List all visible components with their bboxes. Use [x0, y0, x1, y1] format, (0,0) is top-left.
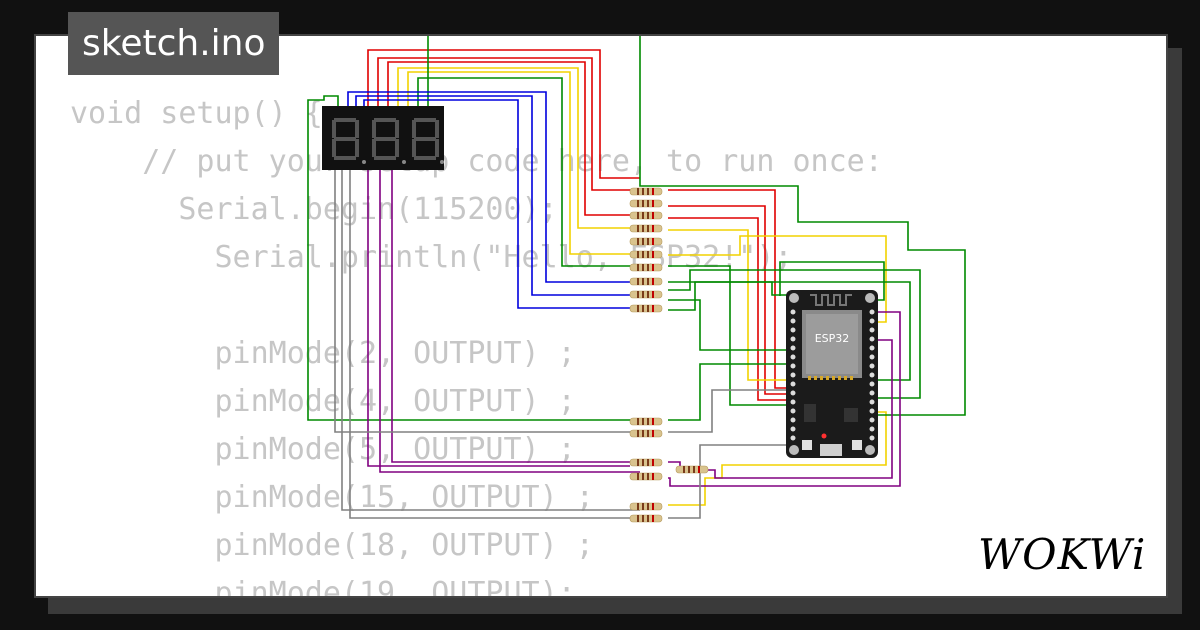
- code-background: void setup() { // put your setup code he…: [70, 90, 883, 598]
- wire-group-green: [307, 36, 966, 425]
- file-tab[interactable]: sketch.ino: [68, 12, 280, 75]
- code-line: pinMode(2, OUTPUT) ;: [70, 336, 576, 371]
- preview-card: void setup() { // put your setup code he…: [34, 34, 1168, 598]
- code-line: void setup() {: [70, 96, 323, 131]
- logo-text: WOKWi: [978, 530, 1146, 579]
- wire-group-purple: [367, 170, 901, 487]
- code-line: pinMode(5, OUTPUT) ;: [70, 432, 576, 467]
- chip-label: ESP32: [815, 332, 850, 345]
- code-line: pinMode(19, OUTPUT);: [70, 576, 576, 598]
- code-line: pinMode(18, OUTPUT) ;: [70, 528, 594, 563]
- wire-group-yellow: [397, 67, 887, 506]
- code-line: pinMode(4, OUTPUT) ;: [70, 384, 576, 419]
- seven-segment-display[interactable]: [322, 106, 444, 170]
- wire-group-gray: [334, 170, 790, 519]
- wokwi-logo: WOKWi: [978, 530, 1146, 579]
- esp32-board[interactable]: ESP32: [786, 290, 878, 458]
- resistor-bank[interactable]: [629, 187, 709, 523]
- wire-group-blue: [347, 91, 640, 309]
- wire-group-red: [367, 49, 792, 401]
- code-line: pinMode(15, OUTPUT) ;: [70, 480, 594, 515]
